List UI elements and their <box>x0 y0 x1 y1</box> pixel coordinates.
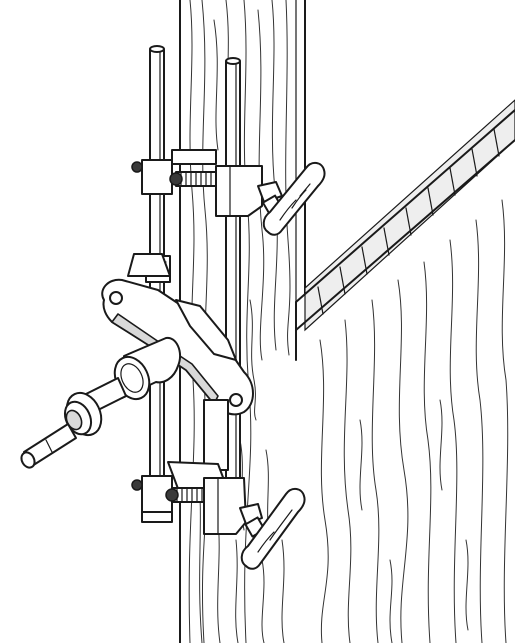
drill-guide-bushing <box>20 336 182 469</box>
upper-clamp-block <box>215 165 263 217</box>
carrier-pivot-right-icon <box>229 393 243 407</box>
lower-set-screw-icon <box>131 479 143 491</box>
lower-clamp <box>131 475 306 570</box>
dowel-pin-tip <box>20 451 36 469</box>
upper-set-screw-icon <box>131 161 143 173</box>
side-panel <box>295 99 515 643</box>
lower-right-block <box>203 399 229 471</box>
upper-crossbar <box>171 149 217 165</box>
panel-top-edge <box>304 99 515 332</box>
panel-front-line <box>295 139 515 331</box>
panel-face <box>296 118 515 643</box>
lower-clamp-block <box>203 477 247 535</box>
upper-wing-handle-icon <box>257 162 326 236</box>
panel-top-line <box>295 109 515 303</box>
lower-wing-handle-icon <box>239 488 306 570</box>
upper-threaded-screw <box>169 171 225 187</box>
panel-grain <box>319 199 509 643</box>
carrier-pivot-left-icon <box>109 291 123 305</box>
lower-rod-foot <box>141 511 173 523</box>
right-rod-cap <box>225 57 241 65</box>
upper-clamp <box>131 149 326 236</box>
left-rod-cap <box>149 45 165 53</box>
upper-left-collar <box>141 159 173 195</box>
carrier-upper-lug <box>127 253 171 277</box>
